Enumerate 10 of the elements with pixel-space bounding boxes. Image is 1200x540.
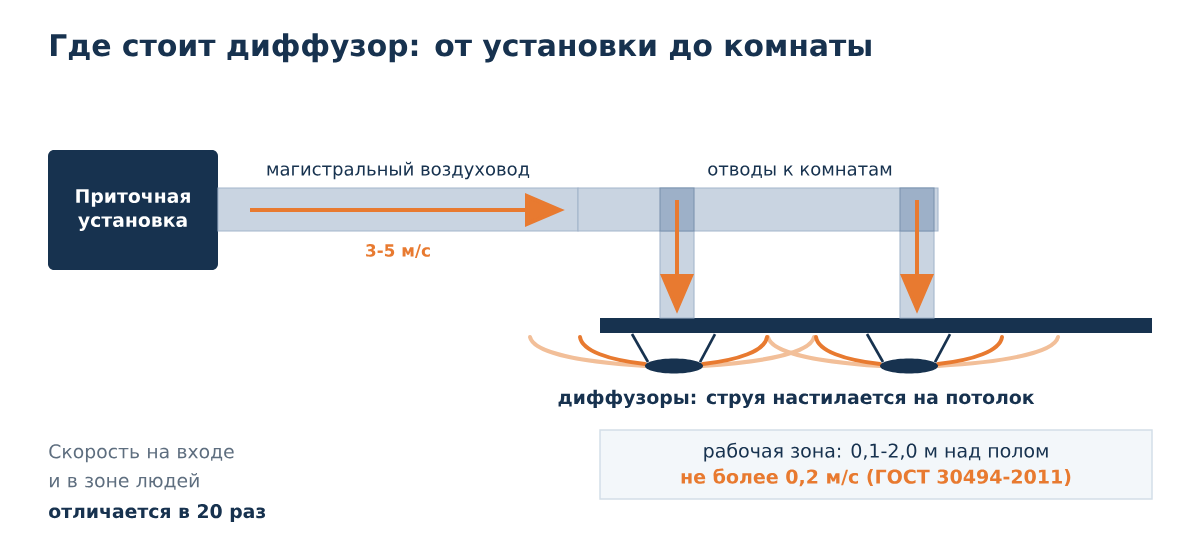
node-label: отводы к комнатам [708, 165, 892, 178]
title: Где стоит диффузор: от установки до комнаты [51, 33, 871, 63]
caption: диффузоры: струя настилается на потолок [558, 389, 1035, 409]
duct-band: магистральный воздуховод [217, 161, 579, 232]
note-text: Скорость на входе и в зоне людей [49, 444, 234, 490]
node-label: магистральный воздуховод [267, 161, 530, 180]
info-panel: рабочая зона: 0,1-2,0 м над полом не более 0,2 м/с (ГОСТ 30494-2011) [599, 429, 1153, 500]
unit-box: Приточная установка [48, 150, 218, 270]
note-text: отличается в 20 раз [49, 504, 266, 522]
speed-label: 3-5 м/с [366, 244, 430, 259]
